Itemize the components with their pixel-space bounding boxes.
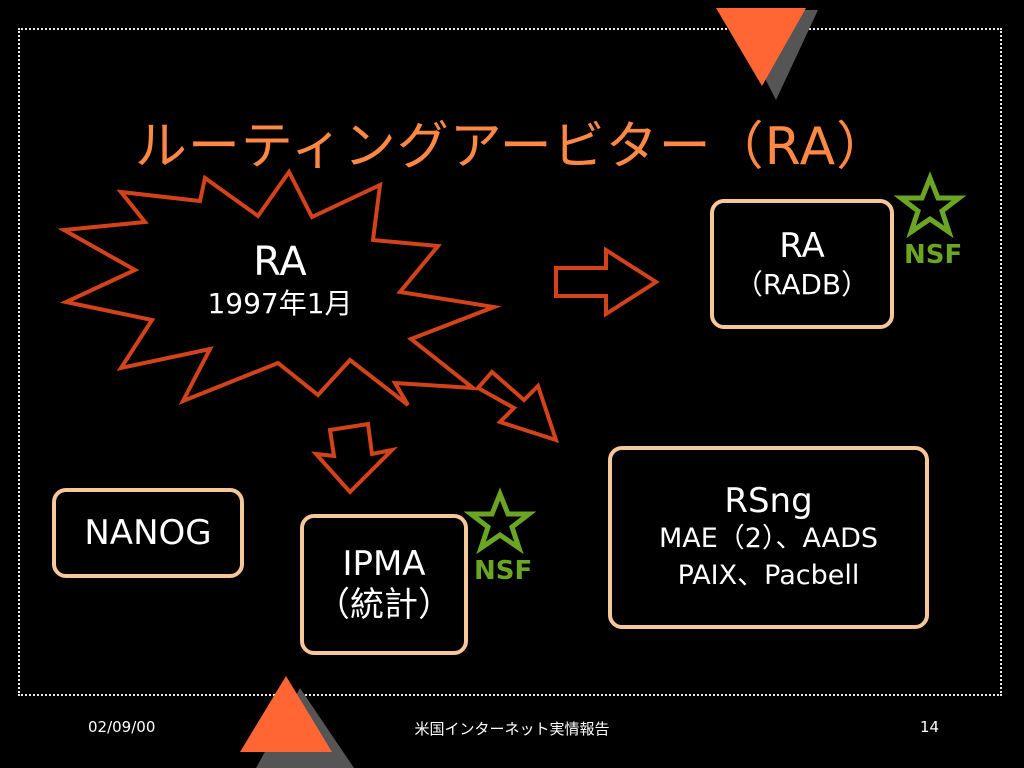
nsf-label: NSF — [904, 240, 963, 270]
top-triangle — [716, 8, 806, 86]
node-rsng-sub2: PAIX、Pacbell — [677, 559, 860, 591]
node-rsng-name: RSng — [724, 480, 813, 521]
node-rsng-sub1: MAE（2）、AADS — [658, 523, 879, 555]
burst-date: 1997年1月 — [207, 287, 353, 320]
burst-label: RA 1997年1月 — [160, 238, 400, 321]
node-ra-name: RA — [779, 226, 825, 267]
node-ipma: IPMA （統計） — [300, 514, 468, 655]
footer-date: 02/09/00 — [88, 718, 156, 736]
node-ra: RA （RADB） — [710, 199, 894, 329]
node-ra-sub: （RADB） — [734, 267, 870, 301]
slide-frame — [18, 28, 1002, 696]
explosion-burst — [57, 168, 502, 407]
nsf-label: NSF — [474, 556, 533, 586]
arrow-down — [311, 421, 399, 495]
footer-title: 米国インターネット実情報告 — [414, 720, 610, 738]
bottom-triangle — [240, 676, 332, 752]
node-nanog-name: NANOG — [84, 512, 212, 553]
star-outline-icon — [463, 487, 537, 555]
arrow-diagonal — [474, 369, 560, 444]
node-ipma-name: IPMA — [342, 543, 426, 584]
burst-name: RA — [253, 239, 307, 285]
page-number: 14 — [920, 718, 940, 736]
node-nanog: NANOG — [52, 488, 244, 578]
node-rsng: RSng MAE（2）、AADS PAIX、Pacbell — [608, 446, 929, 629]
slide-title: ルーティングアービター（RA） — [134, 117, 890, 177]
star-outline-icon — [893, 171, 967, 239]
arrow-right — [554, 246, 660, 318]
node-ipma-sub: （統計） — [316, 584, 452, 625]
